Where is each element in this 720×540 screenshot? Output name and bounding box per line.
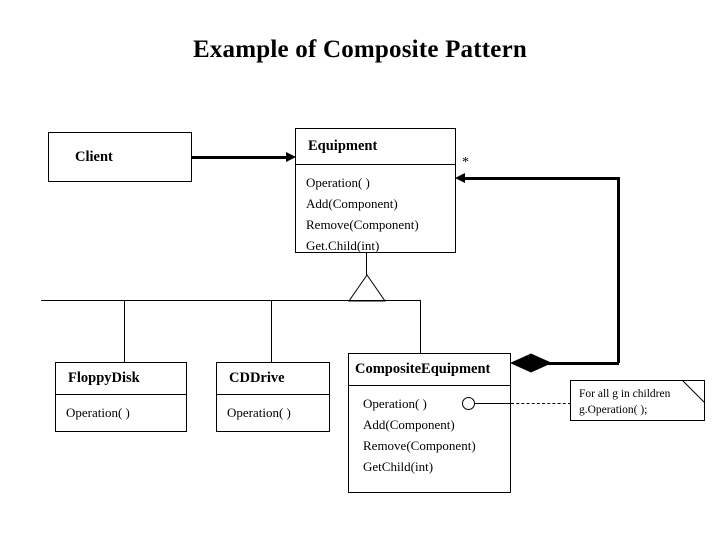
generalization-bar-horizontal	[41, 300, 421, 301]
multiplicity-label-star: *	[462, 155, 469, 170]
aggregation-line-vertical	[617, 177, 620, 363]
note-connector-solid	[474, 403, 511, 404]
class-operations-cddrive: Operation( )	[217, 395, 329, 431]
operation-item: Get.Child(int)	[306, 238, 380, 253]
class-box-cddrive[interactable]: CDDrive Operation( )	[216, 362, 330, 432]
generalization-triangle-icon	[346, 274, 388, 302]
aggregation-diamond-icon	[509, 353, 553, 373]
class-box-client[interactable]: Client	[48, 132, 192, 182]
operation-item: Remove(Component)	[363, 438, 476, 453]
note-connector-dashed	[511, 403, 571, 404]
operation-item: Operation( )	[66, 405, 130, 420]
class-name-client: Client	[75, 148, 113, 165]
association-line-client-equipment	[192, 156, 286, 159]
aggregation-line-horizontal-bottom	[548, 362, 619, 365]
operation-item: Operation( )	[227, 405, 291, 420]
class-name-cddrive: CDDrive	[217, 363, 329, 395]
generalization-drop-cddrive	[271, 300, 272, 362]
class-operations-equipment: Operation( ) Add(Component) Remove(Compo…	[296, 165, 455, 253]
note-box[interactable]: For all g in children g.Operation( );	[570, 380, 705, 421]
arrowhead-aggregation-to-equipment	[455, 173, 465, 183]
class-box-floppydisk[interactable]: FloppyDisk Operation( )	[55, 362, 187, 432]
operation-item: Add(Component)	[363, 417, 455, 432]
diagram-title: Example of Composite Pattern	[192, 36, 528, 63]
class-box-compositeequipment[interactable]: CompositeEquipment Operation( ) Add(Comp…	[348, 353, 511, 493]
generalization-drop-floppydisk	[124, 300, 125, 362]
arrowhead-client-to-equipment	[286, 152, 296, 162]
note-line: g.Operation( );	[579, 404, 648, 416]
operation-item: Add(Component)	[306, 196, 398, 211]
generalization-drop-composite	[420, 300, 421, 353]
class-name-compositeequipment: CompositeEquipment	[349, 354, 510, 386]
note-folded-corner-icon	[681, 379, 706, 404]
operation-item: Operation( )	[363, 396, 427, 411]
class-box-equipment[interactable]: Equipment Operation( ) Add(Component) Re…	[295, 128, 456, 253]
class-name-floppydisk: FloppyDisk	[56, 363, 186, 395]
operation-item: Operation( )	[306, 175, 370, 190]
note-body: For all g in children g.Operation( );	[571, 381, 704, 418]
generalization-stem-vertical	[366, 253, 367, 275]
operation-item: GetChild(int)	[363, 459, 434, 474]
class-operations-floppydisk: Operation( )	[56, 395, 186, 431]
note-line: For all g in children	[579, 388, 671, 400]
class-operations-compositeequipment: Operation( ) Add(Component) Remove(Compo…	[349, 386, 510, 492]
aggregation-line-horizontal-top	[459, 177, 619, 180]
operation-item: Remove(Component)	[306, 217, 419, 232]
class-name-equipment: Equipment	[296, 129, 455, 165]
